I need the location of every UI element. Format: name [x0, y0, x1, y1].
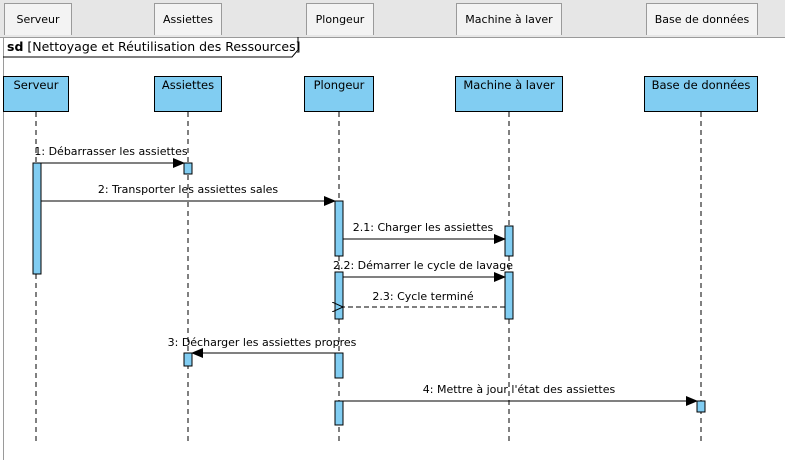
message-2-2-label: 2.2: Démarrer le cycle de lavage — [332, 259, 514, 272]
tab-machine-a-laver[interactable]: Machine à laver — [456, 3, 562, 35]
lifeline-head-machine-a-laver[interactable]: Machine à laver — [455, 76, 563, 112]
sequence-frame — [3, 37, 785, 460]
lifeline-head-plongeur[interactable]: Plongeur — [304, 76, 374, 112]
activation-assiettes-2[interactable] — [183, 352, 193, 367]
lifeline-head-serveur[interactable]: Serveur — [3, 76, 69, 112]
sd-frame-tab-border — [3, 37, 299, 58]
lifeline-tab-bar: Serveur Assiettes Plongeur Machine à lav… — [0, 0, 785, 38]
activation-plongeur-2[interactable] — [334, 271, 344, 320]
tab-plongeur[interactable]: Plongeur — [306, 3, 374, 35]
activation-plongeur-1[interactable] — [334, 200, 344, 257]
activation-machine-2[interactable] — [504, 271, 514, 320]
activation-assiettes-1[interactable] — [183, 162, 193, 175]
frame-name: [Nettoyage et Réutilisation des Ressourc… — [27, 39, 301, 54]
message-1-label: 1: Débarrasser les assiettes — [34, 145, 188, 158]
activation-base[interactable] — [696, 400, 706, 413]
activation-plongeur-4[interactable] — [334, 400, 344, 426]
activation-plongeur-3[interactable] — [334, 352, 344, 379]
tab-assiettes[interactable]: Assiettes — [154, 3, 222, 35]
activation-machine-1[interactable] — [504, 225, 514, 257]
activation-serveur[interactable] — [32, 162, 42, 275]
message-4-label: 4: Mettre à jour l'état des assiettes — [422, 383, 616, 396]
lifeline-head-base-de-donnees[interactable]: Base de données — [644, 76, 758, 112]
frame-title: sd[Nettoyage et Réutilisation des Ressou… — [3, 37, 300, 57]
message-2-label: 2: Transporter les assiettes sales — [97, 183, 279, 196]
tab-serveur[interactable]: Serveur — [4, 3, 72, 35]
message-3-label: 3: Décharger les assiettes propres — [167, 336, 357, 349]
lifeline-head-assiettes[interactable]: Assiettes — [154, 76, 222, 112]
tab-base-de-donnees[interactable]: Base de données — [646, 3, 758, 35]
frame-keyword: sd — [7, 39, 24, 54]
message-2-1-label: 2.1: Charger les assiettes — [352, 221, 494, 234]
message-2-3-label: 2.3: Cycle terminé — [372, 290, 474, 303]
